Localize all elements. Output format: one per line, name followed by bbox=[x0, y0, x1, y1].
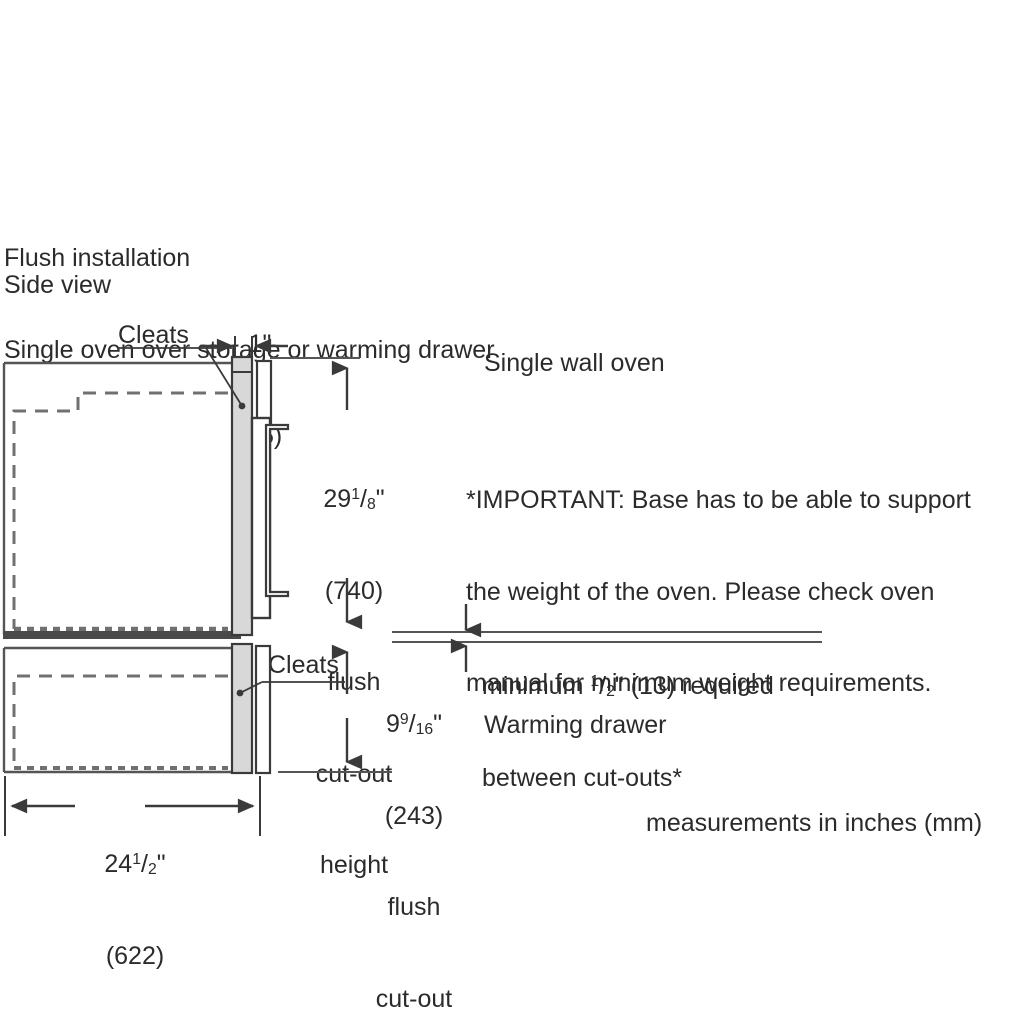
minimum-gap-line-2: between cut-outs* bbox=[482, 763, 683, 792]
drawer-cutout-desc-2: cut-out bbox=[375, 984, 453, 1013]
important-note-line-1: *IMPORTANT: Base has to be able to suppo… bbox=[466, 486, 971, 514]
cleats-label-top: Cleats bbox=[118, 321, 189, 349]
important-note-line-2: the weight of the oven. Please check ove… bbox=[466, 577, 935, 606]
oven-cutout-desc-3: height bbox=[319, 851, 389, 879]
drawer-cutout-mm: (243) bbox=[384, 801, 444, 830]
oven-cutout-inches: 291/8" bbox=[323, 485, 385, 513]
dimension-minimum-gap bbox=[392, 604, 822, 672]
important-note: *IMPORTANT: Base has to be able to suppo… bbox=[466, 424, 1024, 760]
cleats-leader-top bbox=[118, 347, 246, 410]
cleats-label-bottom: Cleats bbox=[268, 651, 339, 679]
minimum-gap-line-1: minimum 1/2" (13) required bbox=[482, 672, 774, 700]
dimension-cabinet-depth bbox=[4, 776, 261, 836]
warming-drawer-cavity-dashed-outline bbox=[12, 674, 228, 770]
drawer-cutout-desc-1: flush bbox=[387, 893, 441, 921]
dimension-oven-cutout-height bbox=[270, 357, 822, 633]
heading-line-1: Flush installation bbox=[4, 244, 191, 272]
oven-cavity-dashed-outline bbox=[12, 391, 228, 632]
cleat-upper bbox=[230, 355, 254, 637]
drawer-cutout-inches: 99/16" bbox=[385, 710, 443, 738]
oven-cabinet-outline bbox=[2, 361, 232, 634]
measurements-units-note: measurements in inches (mm) bbox=[646, 809, 983, 837]
cleats-leader-bottom bbox=[236, 681, 345, 697]
dimension-drawer-cutout-label: 99/16" (243) flush cut-out height bbox=[365, 648, 463, 1024]
warming-drawer-front-panel bbox=[254, 644, 272, 775]
cabinet-depth-inches: 241/2" bbox=[104, 850, 166, 878]
side-view-label: Side view bbox=[4, 271, 111, 299]
cleat-lower bbox=[230, 642, 254, 775]
dimension-cabinet-depth-label: 241/2" (622) bbox=[60, 788, 210, 1024]
oven-base-support-bar bbox=[3, 631, 241, 639]
important-note-line-3: manual for minimum weight requirements. bbox=[466, 669, 932, 697]
oven-cutout-mm: (740) bbox=[324, 576, 384, 605]
warming-drawer-label: Warming drawer bbox=[484, 711, 667, 739]
cabinet-depth-mm: (622) bbox=[105, 941, 165, 970]
dimension-drawer-cutout-height bbox=[278, 644, 392, 773]
warming-drawer-cabinet-outline bbox=[2, 646, 240, 774]
single-wall-oven-label: Single wall oven bbox=[484, 349, 665, 377]
oven-door-handle bbox=[264, 423, 290, 598]
minimum-gap-note: minimum 1/2" (13) required between cut-o… bbox=[482, 610, 774, 854]
dimension-cleat-depth bbox=[200, 336, 288, 358]
